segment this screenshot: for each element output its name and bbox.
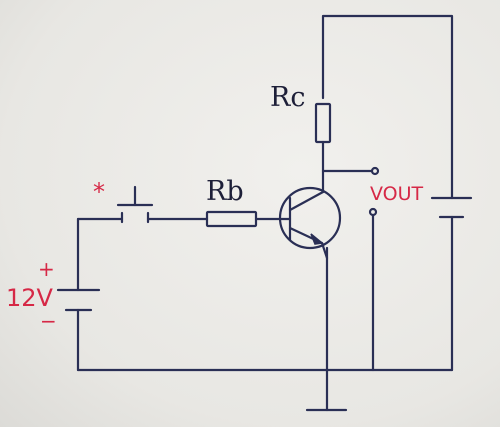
rb-resistor-icon <box>205 210 258 228</box>
vout-label: VOUT <box>370 183 424 205</box>
right-battery-icon <box>430 196 473 372</box>
rc-label: Rc <box>270 82 305 113</box>
vout-terminal-top[interactable] <box>321 166 380 176</box>
battery-plus-sign: + <box>38 257 55 281</box>
left-battery-icon <box>56 217 101 372</box>
push-button-switch-icon[interactable] <box>76 185 154 224</box>
switch-marker: * <box>93 178 105 206</box>
supply-voltage-label: 12V <box>6 284 54 312</box>
rb-label: Rb <box>206 176 244 207</box>
battery-minus-sign: − <box>40 309 57 333</box>
collector-supply-wire <box>321 14 454 200</box>
rc-resistor-icon <box>314 102 332 144</box>
vout-terminal-bottom[interactable] <box>368 207 378 372</box>
